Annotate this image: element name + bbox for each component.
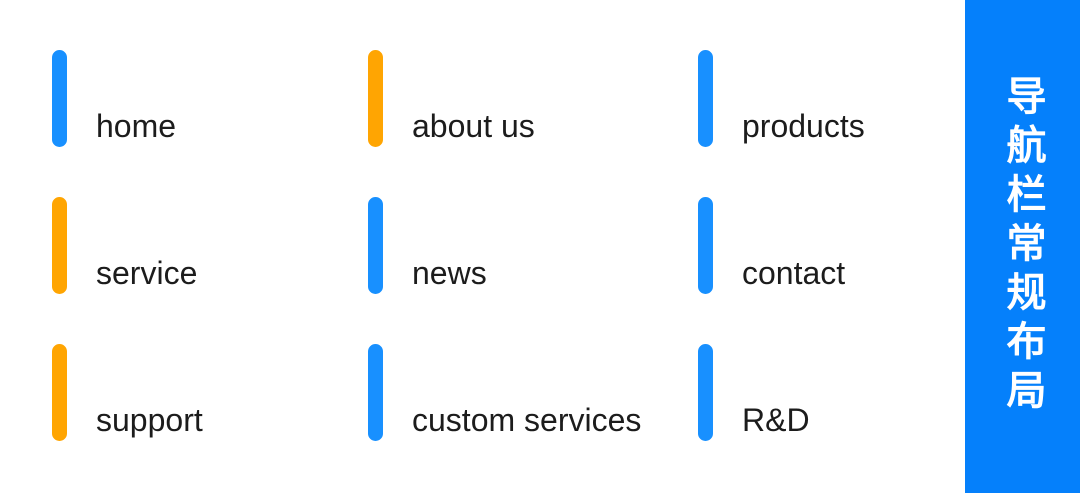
nav-item-label[interactable]: home (96, 108, 177, 144)
nav-grid: home about us products service news cont… (52, 50, 960, 441)
accent-bar (368, 50, 383, 147)
nav-item-support[interactable]: support (52, 344, 368, 441)
accent-bar (698, 344, 713, 441)
accent-bar (52, 197, 67, 294)
nav-item-products[interactable]: products (698, 50, 960, 147)
nav-item-label[interactable]: service (96, 255, 198, 291)
nav-item-label[interactable]: custom services (412, 402, 642, 438)
nav-item-home[interactable]: home (52, 50, 368, 147)
nav-item-label[interactable]: products (742, 108, 865, 144)
nav-item-custom-services[interactable]: custom services (368, 344, 698, 441)
nav-item-service[interactable]: service (52, 197, 368, 294)
nav-item-rd[interactable]: R&D (698, 344, 960, 441)
accent-bar (368, 197, 383, 294)
nav-item-label[interactable]: R&D (742, 402, 810, 438)
nav-item-label[interactable]: support (96, 402, 203, 438)
side-banner-title: 导航栏常规布局 (1000, 75, 1045, 418)
accent-bar (698, 50, 713, 147)
nav-item-label[interactable]: contact (742, 255, 846, 291)
accent-bar (52, 50, 67, 147)
nav-item-label[interactable]: about us (412, 108, 535, 144)
side-banner: 导航栏常规布局 (965, 0, 1080, 493)
accent-bar (368, 344, 383, 441)
nav-item-contact[interactable]: contact (698, 197, 960, 294)
nav-item-about-us[interactable]: about us (368, 50, 698, 147)
accent-bar (698, 197, 713, 294)
nav-item-news[interactable]: news (368, 197, 698, 294)
accent-bar (52, 344, 67, 441)
nav-item-label[interactable]: news (412, 255, 487, 291)
